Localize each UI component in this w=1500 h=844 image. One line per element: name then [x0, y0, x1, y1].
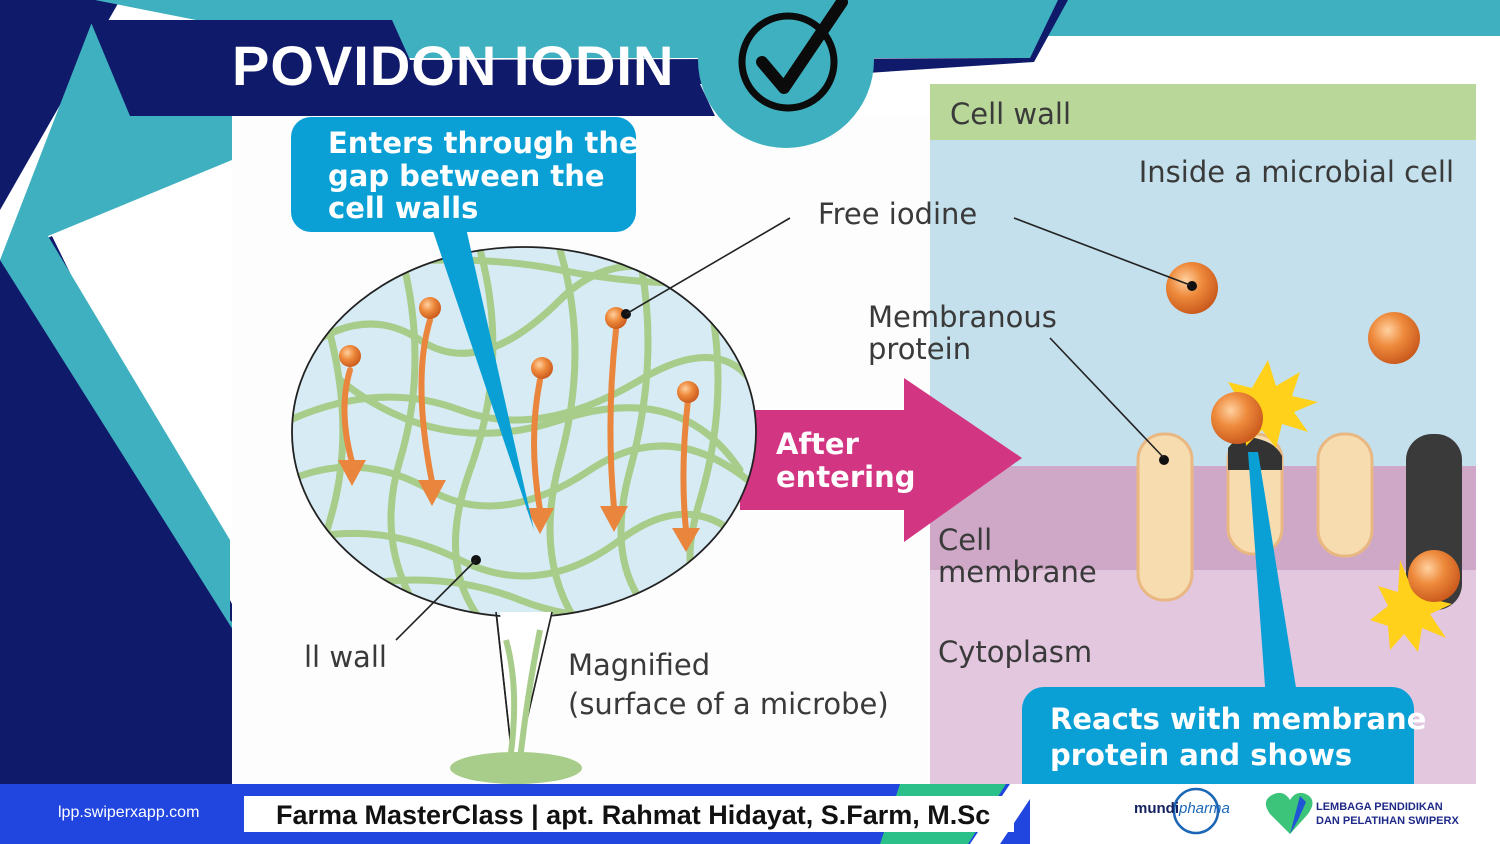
membranous-protein-label: Membranous protein [868, 300, 1066, 366]
mundi-text: mundi [1134, 800, 1179, 817]
entry-callout-text: Enters through the gap between the cell … [328, 126, 649, 225]
reaction-burst-icon [1370, 560, 1452, 652]
cytoplasm-label: Cytoplasm [938, 635, 1092, 669]
reacting-iodine-particle [1211, 392, 1263, 444]
lpp-logo-text: LEMBAGA PENDIDIKAN DAN PELATIHAN SWIPERX [1316, 800, 1459, 828]
reaction-callout-text: Reacts with membrane protein and shows [1050, 702, 1436, 772]
callout-pointer [432, 228, 534, 530]
teal-chevron-shape [0, 22, 400, 784]
free-iodine-particle [677, 381, 699, 403]
check-mark-icon [756, 0, 848, 94]
after-entering-arrow [740, 378, 1022, 542]
free-iodine-particle [419, 297, 441, 319]
cell-wall-band [930, 84, 1476, 140]
free-iodine-particle [531, 357, 553, 379]
mundipharma-logo: mundipharma [1134, 800, 1230, 817]
free-iodine-label: Free iodine [818, 197, 977, 231]
mundipharma-logo-icon [1172, 787, 1220, 835]
free-iodine-particle [339, 345, 361, 367]
reacting-iodine-particle [1408, 550, 1460, 602]
cell-wall-label: Cell wall [950, 97, 1071, 131]
check-circle-icon [738, 12, 838, 112]
cell-wall-left-label: ll wall [304, 640, 387, 674]
cell-membrane-label: Cell membrane [938, 523, 1097, 589]
magnified-lens [291, 217, 791, 784]
cell-membrane-band [930, 466, 1476, 570]
inside-cell-label: Inside a microbial cell [1139, 155, 1454, 189]
footer-credit: Farma MasterClass | apt. Rahmat Hidayat,… [244, 796, 1014, 832]
slide-title: POVIDON IODIN [232, 34, 675, 97]
free-iodine-particle [1368, 312, 1420, 364]
title-banner [90, 0, 1068, 116]
magnified-label: Magnified (surface of a microbe) [568, 648, 889, 721]
footer-logo-area [1030, 784, 1500, 844]
microbe-icon [450, 752, 582, 784]
lpp-line-2: DAN PELATIHAN SWIPERX [1316, 815, 1459, 827]
reaction-callout [1022, 687, 1414, 784]
after-entering-label: After entering [776, 427, 916, 494]
membrane-protein [1136, 432, 1194, 602]
pharma-text: pharma [1179, 800, 1230, 817]
entry-callout [291, 117, 636, 232]
cell-cross-section [930, 84, 1476, 784]
footer-url[interactable]: lpp.swiperxapp.com [58, 804, 200, 821]
lpp-line-1: LEMBAGA PENDIDIKAN [1316, 801, 1443, 813]
membrane-protein [1316, 432, 1374, 558]
